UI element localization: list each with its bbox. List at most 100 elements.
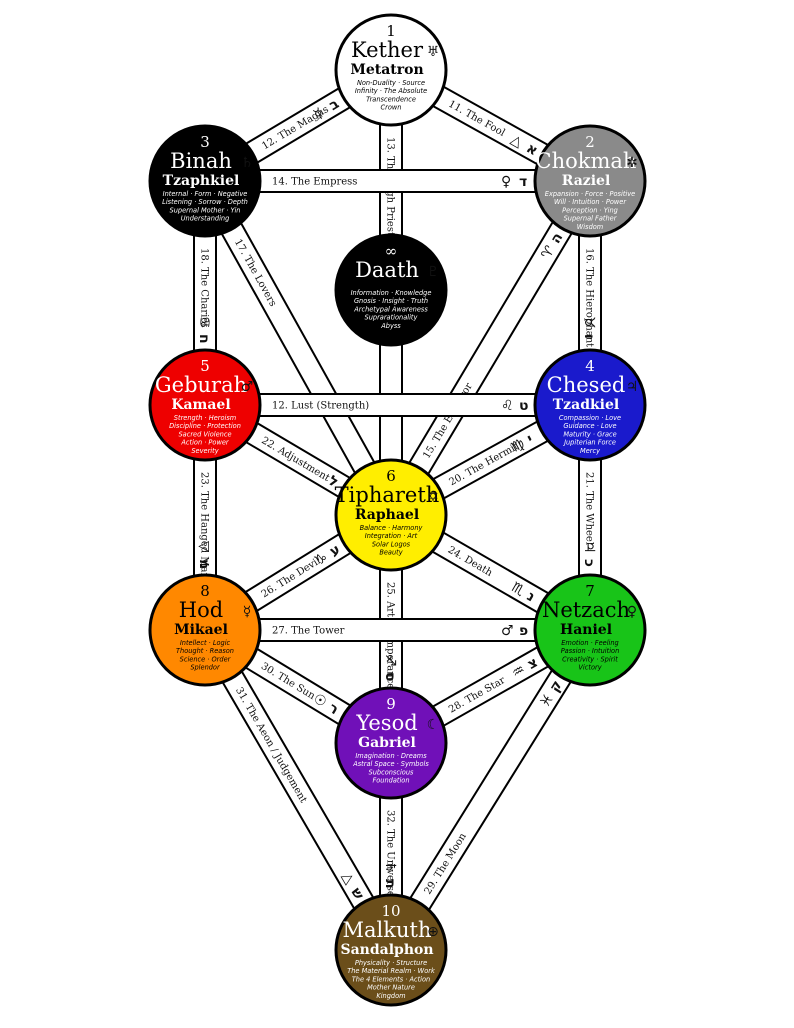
sephirah-attribute: Solar Logos: [372, 540, 411, 548]
sephirah-attribute: Jupiterian Force: [562, 439, 616, 447]
sephirah-name: Netzach: [542, 598, 630, 622]
sephirah-attribute: Thought · Reason: [176, 647, 234, 655]
path-label: 27. The Tower: [272, 626, 345, 637]
sephirah-attribute: Will · Intuition · Power: [554, 198, 627, 206]
sephirah-number: 1: [386, 22, 396, 40]
sephirah-attribute: Balance · Harmony: [360, 524, 423, 532]
hebrew-letter: פ: [519, 623, 528, 639]
archangel-name: Metatron: [350, 62, 423, 78]
archangel-name: Kamael: [171, 397, 230, 413]
sephirah-number: ∞: [385, 242, 398, 260]
sephirah-attribute: Understanding: [181, 215, 230, 223]
sephirah-name: Geburah: [155, 373, 247, 397]
sephirah-number: 9: [386, 695, 396, 713]
sephirah-circle: [533, 124, 647, 238]
path-label: 23. The Hanged Man: [199, 472, 210, 580]
sephirah-attribute: Victory: [578, 664, 601, 672]
sephirah-attribute: Transcendence: [366, 95, 416, 103]
archangel-name: Tzadkiel: [553, 397, 619, 413]
planet-icon: ♃: [626, 379, 639, 395]
hebrew-letter: ס: [382, 672, 398, 682]
sephirah-attribute: Infinity · The Absolute: [355, 87, 427, 95]
path-symbol: ♐: [382, 654, 398, 667]
sephirah-circle: [334, 233, 448, 347]
sephirah-name: Binah: [170, 149, 232, 173]
sephirah-number: 8: [200, 582, 210, 600]
sephirah-attribute: Crown: [381, 104, 402, 112]
sephirah-attribute: The Material Realm · Work: [347, 967, 436, 975]
sephirah-attribute: Sacred Violence: [178, 430, 231, 438]
path-label: 18. The Chariot: [199, 248, 210, 327]
path-band: [204, 393, 591, 417]
path-p27: 27. The Tower ♂ פ: [204, 618, 591, 642]
path-p23: 23. The Hanged Man▽מ: [193, 404, 217, 631]
sephirah-circle: [334, 458, 448, 572]
planet-icon: ♀: [627, 604, 637, 620]
sephirah-attribute: The 4 Elements · Action: [352, 975, 430, 983]
archangel-name: Mikael: [174, 622, 228, 638]
sephirah-number: 3: [200, 133, 210, 151]
sephirah-attribute: Wisdom: [577, 223, 603, 231]
sephirah-number: 6: [386, 467, 396, 485]
sephirah-name: Daath: [355, 258, 419, 282]
sephirah-number: 5: [200, 357, 210, 375]
archangel-name: Haniel: [560, 622, 612, 638]
sephirah-number: 10: [381, 902, 400, 920]
path-band: [204, 169, 591, 193]
sephirah-attribute: Suprarationality: [365, 314, 418, 322]
sephirah-attribute: Subconscious: [369, 768, 414, 776]
sephirah-attribute: Supernal Mother · Yin: [170, 206, 241, 214]
sephirah-name: Hod: [179, 598, 223, 622]
sephirah-attribute: Beauty: [379, 549, 402, 557]
sephirah-attribute: Guidance · Love: [563, 422, 616, 430]
path-label: 21. The Wheel: [584, 472, 595, 545]
hebrew-letter: ת: [382, 879, 398, 889]
sephirah-circle: [334, 893, 448, 1007]
path-symbol: ♄: [382, 861, 398, 874]
path-symbol: ♉: [581, 316, 597, 329]
sephirah-attribute: Gnosis · Insight · Truth: [354, 297, 428, 305]
sephirah-attribute: Science · Order: [180, 655, 232, 663]
sephirah-circle: [148, 124, 262, 238]
hebrew-letter: ו: [581, 334, 597, 339]
planet-icon: ♅: [427, 44, 440, 60]
path-symbol: ♂: [501, 623, 514, 639]
sephirah-attribute: Non-Duality · Source: [357, 79, 425, 87]
archangel-name: Tzaphkiel: [163, 173, 240, 189]
hebrew-letter: מ: [196, 559, 212, 569]
sephirah-attribute: Internal · Form · Negative: [163, 190, 248, 198]
path-label: 12. Lust (Strength): [272, 401, 369, 412]
sephirah-number: 7: [585, 582, 595, 600]
sephirah-number: 4: [585, 357, 595, 375]
sephirah-attribute: Strength · Heroism: [174, 414, 236, 422]
sephirah-attribute: Foundation: [372, 777, 409, 785]
planet-icon: ☾: [427, 717, 440, 733]
sephirah-attribute: Physicality · Structure: [355, 959, 427, 967]
hebrew-letter: ח: [196, 334, 212, 344]
sephirah-name: Yesod: [355, 711, 417, 735]
sephirah-attribute: Severity: [191, 447, 218, 455]
sephirah-attribute: Emotion · Feeling: [561, 639, 618, 647]
sephirah-circle: [334, 13, 448, 127]
sephirah-circle: [148, 573, 262, 687]
sephirah-attribute: Expansion · Force · Positive: [545, 190, 635, 198]
archangel-name: Raziel: [562, 173, 611, 189]
planet-icon: ♇: [427, 264, 440, 280]
sephirah-attribute: Compassion · Love: [559, 414, 621, 422]
path-band: [204, 618, 591, 642]
sephirah-name: Chokmah: [536, 149, 637, 173]
sephirah-name: Tiphareth: [335, 483, 440, 507]
sephirah-attribute: Listening · Sorrow · Depth: [162, 198, 248, 206]
sephirah-attribute: Intellect · Logic: [180, 639, 231, 647]
